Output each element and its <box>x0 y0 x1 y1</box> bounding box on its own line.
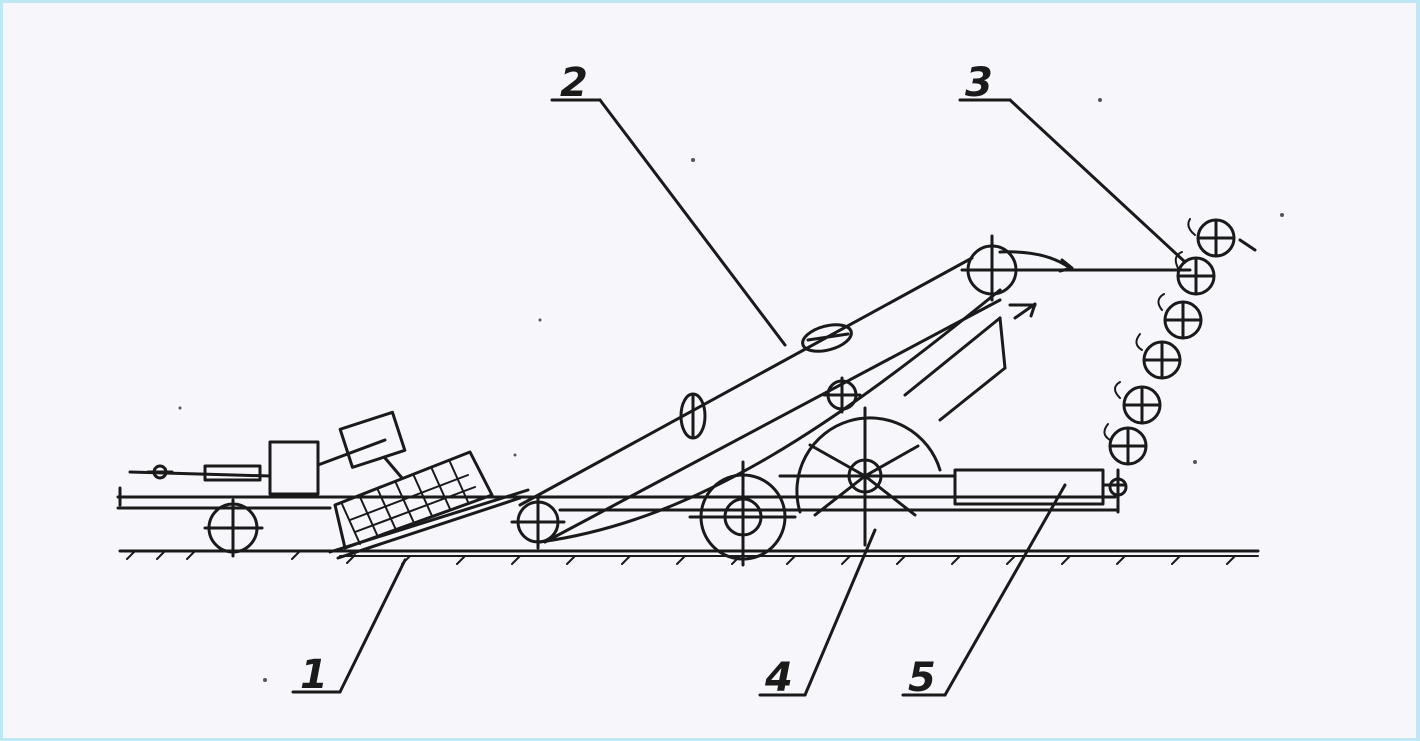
tractor-hitch <box>116 440 542 558</box>
leader-lines <box>291 98 1187 697</box>
callout-1: 1 <box>300 652 328 698</box>
collecting-bin <box>953 468 1128 514</box>
callout-4: 4 <box>764 655 793 701</box>
ground-line <box>118 549 1260 565</box>
chain-elevator <box>1103 218 1257 507</box>
digging-share <box>316 410 530 560</box>
callout-2: 2 <box>560 60 588 106</box>
elevator-conveyor <box>510 234 1192 550</box>
callout-3: 3 <box>965 60 993 106</box>
callout-5: 5 <box>908 655 936 701</box>
scan-specks <box>178 98 1284 682</box>
separating-drum <box>538 406 1120 567</box>
